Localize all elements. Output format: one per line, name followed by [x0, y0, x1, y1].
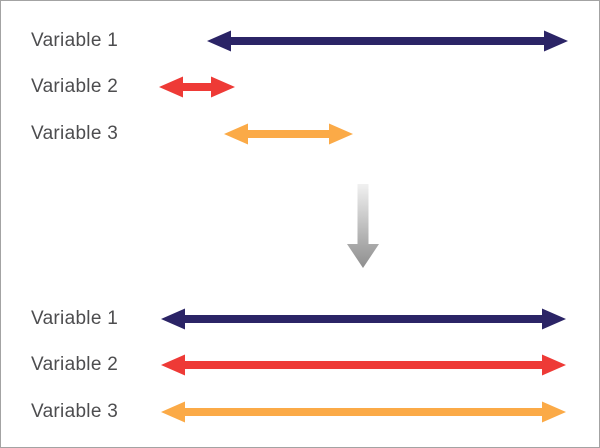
after-variable-1-label: Variable 1 [31, 308, 119, 329]
before-variable-3-label: Variable 3 [31, 123, 119, 144]
after-variable-2-arrow-icon [161, 354, 566, 376]
transform-down-arrow-icon [347, 184, 379, 268]
before-variable-1-arrow-icon [207, 30, 568, 52]
before-variable-3-arrow-icon [224, 123, 353, 145]
before-variable-2-arrow-icon [159, 76, 235, 98]
after-variable-3-label: Variable 3 [31, 401, 119, 422]
after-variable-3-arrow-icon [161, 401, 566, 423]
before-variable-1-label: Variable 1 [31, 30, 119, 51]
after-variable-2-label: Variable 2 [31, 354, 119, 375]
before-variable-2-label: Variable 2 [31, 76, 119, 97]
after-variable-1-arrow-icon [161, 308, 566, 330]
